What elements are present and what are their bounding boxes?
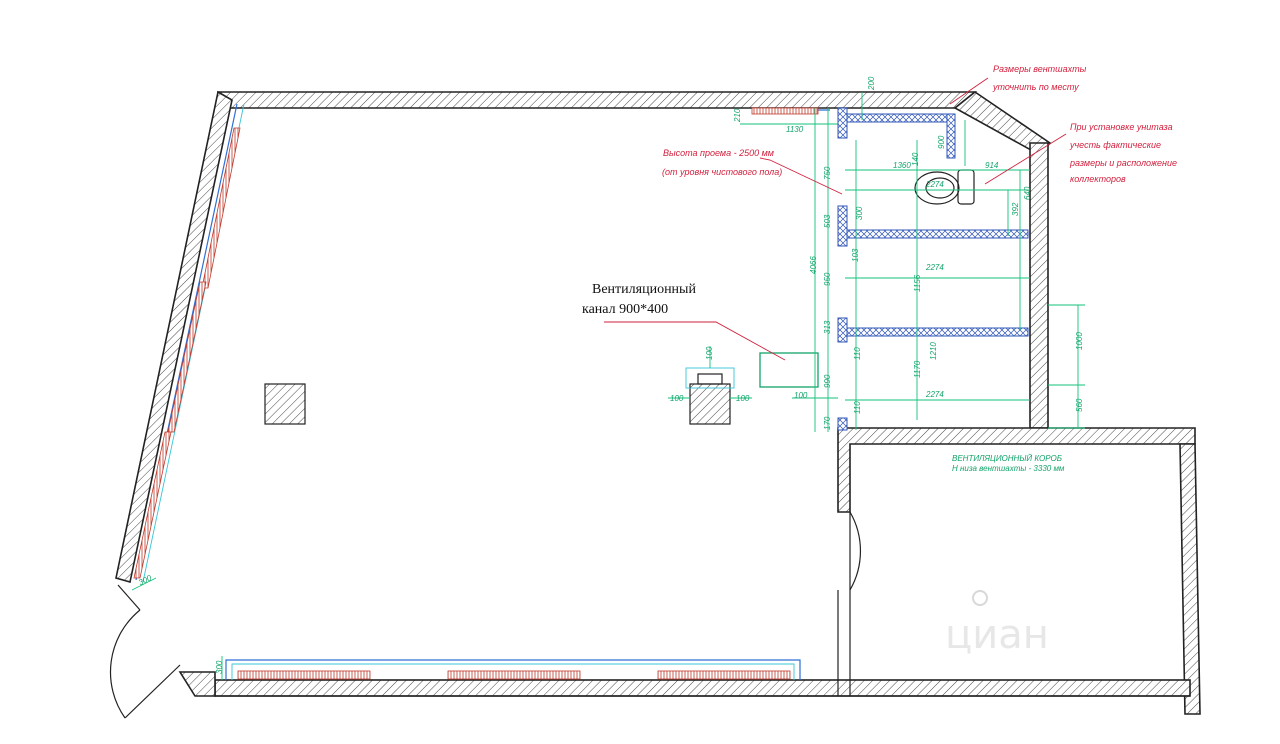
partition-low-vertical bbox=[837, 317, 848, 343]
dim-2274-c: 2274 bbox=[925, 390, 944, 399]
dim-560: 560 bbox=[1075, 398, 1084, 412]
dim-914: 914 bbox=[985, 161, 999, 170]
watermark: циан bbox=[945, 590, 1049, 658]
toilet-note-line4: коллекторов bbox=[1070, 174, 1126, 184]
annotations: Размеры вентшахты уточнить по месту При … bbox=[604, 64, 1177, 361]
dim-4066: 4066 bbox=[809, 256, 818, 274]
dim-300: 300 bbox=[855, 206, 864, 220]
column-left bbox=[264, 383, 306, 425]
columns bbox=[264, 352, 819, 425]
dim-750: 750 bbox=[823, 166, 832, 180]
dim-100-c: 100 bbox=[736, 394, 750, 403]
dim-313: 313 bbox=[823, 320, 832, 334]
middle-wall bbox=[837, 427, 1196, 513]
toilet-note-line1: При установке унитаза bbox=[1070, 122, 1173, 132]
opening-height-line2: (от уровня чистового пола) bbox=[662, 167, 782, 177]
dimension-lines bbox=[131, 92, 1085, 680]
partition-top-vertical bbox=[946, 113, 956, 159]
toilet-note-line2: учесть фактические bbox=[1069, 140, 1161, 150]
dim-900: 900 bbox=[937, 135, 946, 149]
dim-170: 170 bbox=[823, 416, 832, 430]
toilet-note-line3: размеры и расположение bbox=[1069, 158, 1177, 168]
watermark-text: циан bbox=[945, 612, 1049, 658]
vent-box-label: ВЕНТИЛЯЦИОННЫЙ КОРОБ Н низа вентшахты - … bbox=[952, 454, 1065, 473]
top-wall bbox=[217, 91, 978, 109]
duct-size-note-line2: уточнить по месту bbox=[992, 82, 1079, 92]
left-diagonal-wall bbox=[115, 90, 233, 584]
dim-110-b: 110 bbox=[853, 401, 862, 414]
dim-1156: 1156 bbox=[913, 274, 922, 292]
top-window bbox=[740, 107, 838, 125]
dim-2274-b: 2274 bbox=[925, 263, 944, 272]
dim-100-b: 100 bbox=[670, 394, 684, 403]
bottom-wall bbox=[214, 679, 1191, 697]
door-swing bbox=[849, 511, 862, 591]
duct-size-note-line1: Размеры вентшахты bbox=[993, 64, 1087, 74]
dim-1360: 1360 bbox=[893, 161, 911, 170]
dim-950: 950 bbox=[823, 272, 832, 286]
dim-100-a: 100 bbox=[705, 346, 714, 360]
vent-channel-label: Вентиляционный канал 900*400 bbox=[582, 282, 696, 317]
dim-1130: 1130 bbox=[786, 125, 804, 134]
bottom-left-wall bbox=[178, 671, 216, 697]
left-window-radiators bbox=[133, 103, 245, 583]
vent-channel-line2: канал 900*400 bbox=[582, 302, 668, 317]
dim-300-bottom: 300 bbox=[215, 660, 224, 674]
bottom-radiators bbox=[225, 659, 801, 680]
opening-height-line1: Высота проема - 2500 мм bbox=[663, 148, 774, 158]
dim-1210: 1210 bbox=[929, 342, 938, 360]
entrance-door bbox=[109, 584, 181, 719]
dimension-labels: 210 1130 200 900 1360 140 914 2274 2274 … bbox=[137, 76, 1084, 674]
partition-bottom-vertical bbox=[837, 417, 848, 431]
bathroom-partitions bbox=[837, 107, 1029, 431]
dim-110-a: 110 bbox=[853, 347, 862, 360]
vent-channel-box bbox=[759, 352, 819, 388]
dim-103: 103 bbox=[851, 248, 860, 262]
dim-503: 503 bbox=[823, 214, 832, 228]
bathroom-right-wall bbox=[1029, 142, 1049, 429]
vent-box-line2: Н низа вентшахты - 3330 мм bbox=[952, 464, 1065, 473]
dim-990: 990 bbox=[823, 374, 832, 388]
vent-channel-line1: Вентиляционный bbox=[592, 282, 696, 297]
dim-100-d: 100 bbox=[794, 391, 808, 400]
dim-140: 140 bbox=[911, 152, 920, 166]
dim-392: 392 bbox=[1011, 202, 1020, 216]
partition-top bbox=[839, 113, 956, 123]
dim-1000: 1000 bbox=[1075, 332, 1084, 350]
dim-2274-a: 2274 bbox=[925, 180, 944, 189]
dim-640: 640 bbox=[1023, 186, 1032, 200]
partition-mid-vertical bbox=[837, 205, 848, 247]
vent-box-line1: ВЕНТИЛЯЦИОННЫЙ КОРОБ bbox=[952, 454, 1062, 463]
exterior-walls bbox=[115, 90, 1201, 715]
column-center bbox=[689, 383, 731, 425]
lower-right-wall bbox=[1179, 443, 1201, 715]
partition-mid bbox=[839, 229, 1029, 239]
dim-1170: 1170 bbox=[913, 360, 922, 378]
toilet-icon bbox=[914, 169, 975, 205]
partition-left-upper bbox=[837, 107, 848, 139]
dim-210: 210 bbox=[733, 108, 742, 123]
dim-200-top: 200 bbox=[867, 76, 876, 91]
partition-low bbox=[839, 327, 1029, 337]
